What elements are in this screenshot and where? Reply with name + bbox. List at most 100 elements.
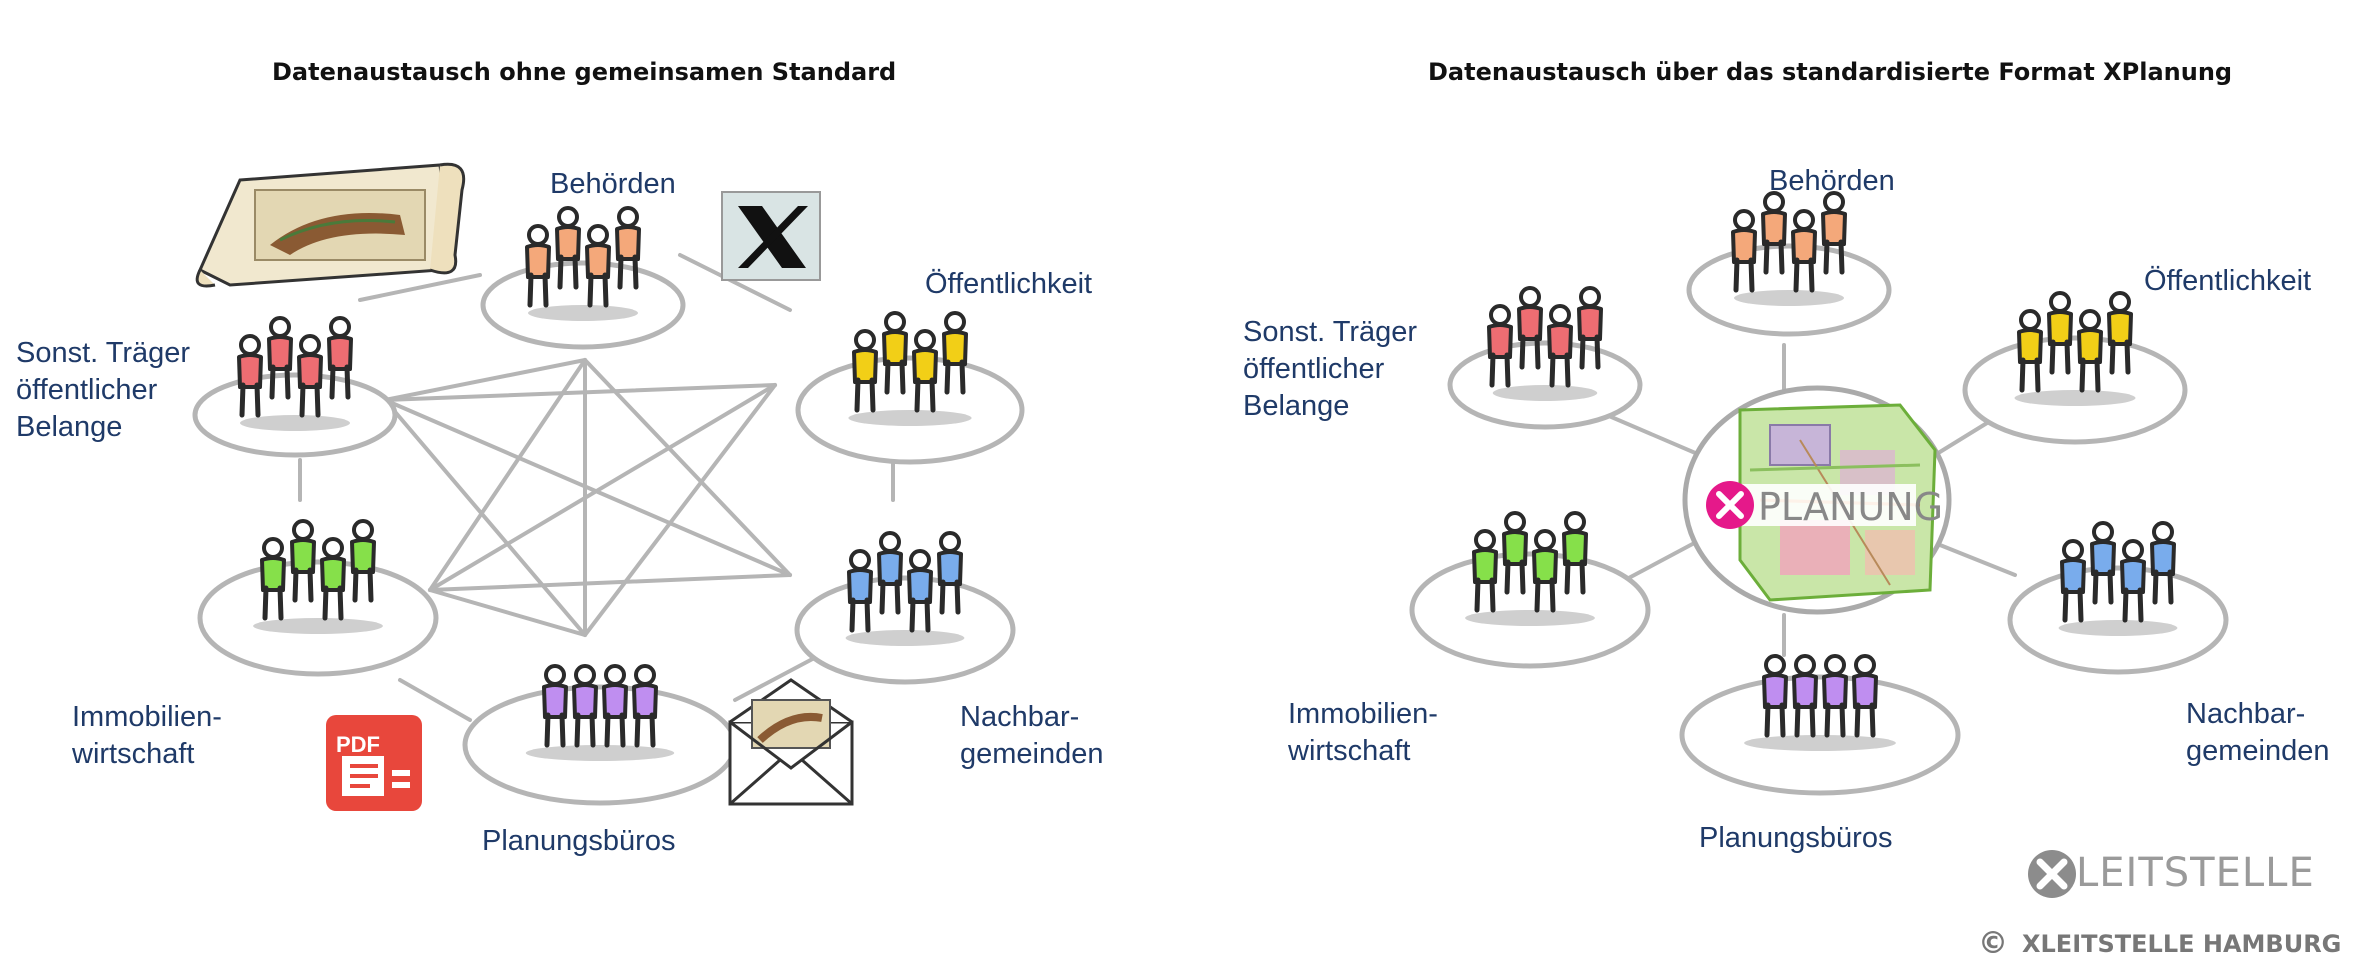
person-figure [907,549,933,633]
stakeholder-group [1679,654,1961,796]
xplanung-hub: PLANUNG [1682,385,1952,615]
connector-line [1938,543,2017,577]
person-figure [1731,209,1757,293]
person-figure [1577,286,1603,370]
person-figure [632,664,658,748]
connector-line [358,273,482,302]
group-shadow [845,630,965,646]
person-figure [1487,304,1513,388]
connector-line [428,588,587,637]
left-diagram-panel: Datenaustausch ohne gemeinsamen Standard [16,58,1104,857]
person-figure [2017,309,2043,393]
group-shadow [848,410,972,426]
person-figure [615,206,641,290]
x-circle-icon [2028,850,2076,898]
person-figure [912,329,938,413]
stakeholder-group [197,519,439,677]
person-figure [2120,539,2146,623]
connector-line [583,358,792,577]
x-logo-icon [721,191,821,281]
label-oeffentlichkeit: Öffentlichkeit [2144,265,2312,297]
person-figure [2047,291,2073,375]
right-network: PLANUNG [1409,191,2229,796]
group-shadow [2014,390,2136,406]
label-planungsbueros: Planungsbüros [482,825,676,857]
right-title: Datenaustausch über das standardisierte … [1428,58,2233,86]
person-figure [237,334,263,418]
person-figure [1822,654,1848,738]
group-shadow [1744,735,1896,751]
label-immobilienwirtschaft: Immobilien- wirtschaft [72,701,222,770]
label-oeffentlichkeit: Öffentlichkeit [925,268,1093,300]
person-figure [1472,529,1498,613]
copyright-symbol: © [1978,926,2008,961]
person-figure [2107,291,2133,375]
person-figure [1502,511,1528,595]
pdf-icon: PDF [326,715,422,811]
stakeholder-group [192,316,398,458]
person-figure [852,329,878,413]
group-shadow [253,618,383,634]
person-figure [1762,654,1788,738]
label-behoerden: Behörden [550,168,676,200]
person-figure [555,206,581,290]
stakeholder-group [1447,286,1643,430]
group-shadow [528,305,638,321]
group-shadow [1492,385,1598,401]
label-behoerden: Behörden [1769,165,1895,197]
person-figure [942,311,968,395]
stakeholder-group [480,206,686,350]
person-figure [2090,521,2116,605]
label-nachbargemeinden: Nachbar- gemeinden [960,701,1104,770]
group-shadow [240,415,350,431]
stakeholder-group [1409,511,1651,669]
connector-line [428,358,587,592]
connector-line [383,383,777,402]
person-figure [585,224,611,308]
connector-line [428,383,777,592]
person-figure [350,519,376,603]
person-figure [937,531,963,615]
xplanung-logo: PLANUNG [1706,481,1943,529]
map-scroll-icon [195,162,466,288]
person-figure [602,664,628,748]
label-sonst-traeger: Sonst. Träger öffentlicher Belange [16,337,191,443]
xplanung-logo-text: PLANUNG [1758,485,1943,529]
person-figure [542,664,568,748]
stakeholder-group [794,531,1016,685]
connector-line [398,678,472,722]
stakeholder-group [2007,521,2229,675]
connector-line [383,398,792,577]
person-figure [525,224,551,308]
connector-line [383,398,587,637]
connector-line [583,383,777,637]
group-shadow [1465,610,1595,626]
connector-line [678,253,792,312]
person-figure [260,537,286,621]
label-nachbargemeinden: Nachbar- gemeinden [2186,698,2330,767]
person-figure [1761,191,1787,275]
stakeholder-group [462,664,738,806]
person-figure [2150,521,2176,605]
left-network: PDF [192,162,1025,811]
person-figure [320,537,346,621]
connector-line [733,653,822,702]
label-planungsbueros: Planungsbüros [1699,822,1893,854]
connector-line [383,358,587,402]
envelope-icon [728,678,854,806]
person-figure [327,316,353,400]
group-shadow [1734,290,1844,306]
stakeholder-group [1686,191,1892,337]
person-figure [290,519,316,603]
left-title: Datenaustausch ohne gemeinsamen Standard [272,58,897,86]
person-figure [572,664,598,748]
person-figure [1791,209,1817,293]
person-figure [1792,654,1818,738]
person-figure [1547,304,1573,388]
stakeholder-group [1962,291,2188,445]
connector-line [1593,408,1702,457]
logo-text: LEITSTELLE [2076,850,2315,896]
person-figure [1532,529,1558,613]
connector-line [428,573,792,592]
person-figure [1852,654,1878,738]
